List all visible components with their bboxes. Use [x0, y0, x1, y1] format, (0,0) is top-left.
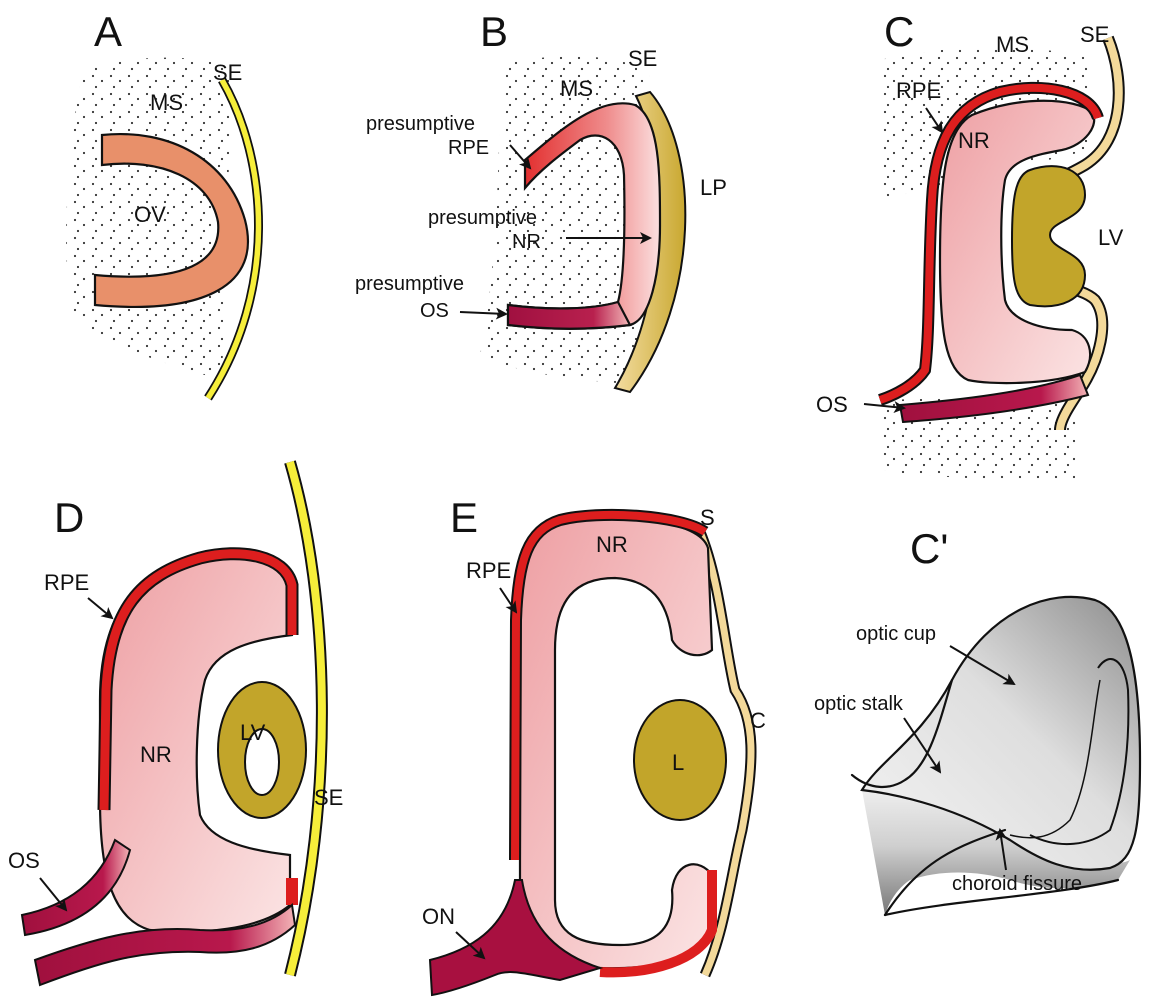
label-presumptive-nr-2: NR: [512, 231, 541, 253]
label-os-c: OS: [816, 392, 848, 417]
label-se-a: SE: [213, 60, 242, 85]
label-ov: OV: [134, 202, 166, 227]
label-optic-stalk: optic stalk: [814, 693, 904, 715]
label-se-b: SE: [628, 46, 657, 71]
label-s-e: S: [700, 505, 715, 530]
panel-e: E RPE NR S C L ON: [422, 494, 766, 995]
label-os-d: OS: [8, 848, 40, 873]
label-se-d: SE: [314, 785, 343, 810]
panel-b: B MS SE presumptive RPE presumptive NR p…: [355, 8, 727, 392]
label-c-e: C: [750, 708, 766, 733]
panel-b-letter: B: [480, 8, 508, 55]
panel-a: A MS SE OV: [66, 8, 258, 398]
label-ms-b: MS: [560, 76, 593, 101]
panel-a-letter: A: [94, 8, 122, 55]
label-on-e: ON: [422, 904, 455, 929]
arrow-rpe-d: [88, 598, 112, 618]
lens-vesicle-c: [1012, 166, 1085, 306]
label-ms-c: MS: [996, 32, 1029, 57]
label-rpe-d: RPE: [44, 570, 89, 595]
label-presumptive-nr-1: presumptive: [428, 207, 537, 229]
panel-c-letter: C: [884, 8, 914, 55]
panel-d-letter: D: [54, 494, 84, 541]
label-l-e: L: [672, 750, 684, 775]
label-nr-e: NR: [596, 532, 628, 557]
label-lp: LP: [700, 175, 727, 200]
label-rpe-e: RPE: [466, 558, 511, 583]
panel-c-prime: C' optic cup optic stalk choroid fissure: [814, 525, 1140, 915]
panel-d: D RPE NR LV SE OS: [8, 462, 343, 985]
label-rpe-c: RPE: [896, 78, 941, 103]
label-lv-c: LV: [1098, 225, 1124, 250]
panel-c: C MS SE RPE NR LV OS: [816, 8, 1124, 480]
label-nr-c: NR: [958, 128, 990, 153]
label-optic-cup: optic cup: [856, 623, 936, 645]
label-se-c: SE: [1080, 22, 1109, 47]
label-choroid-fissure: choroid fissure: [952, 873, 1082, 895]
label-ms-a: MS: [150, 90, 183, 115]
panel-c-prime-letter: C': [910, 525, 948, 572]
label-presumptive-os-2: OS: [420, 300, 449, 322]
label-lv-d: LV: [240, 720, 266, 745]
panel-e-letter: E: [450, 494, 478, 541]
label-presumptive-rpe-1: presumptive: [366, 113, 475, 135]
label-nr-d: NR: [140, 742, 172, 767]
label-presumptive-rpe-2: RPE: [448, 137, 489, 159]
label-presumptive-os-1: presumptive: [355, 273, 464, 295]
